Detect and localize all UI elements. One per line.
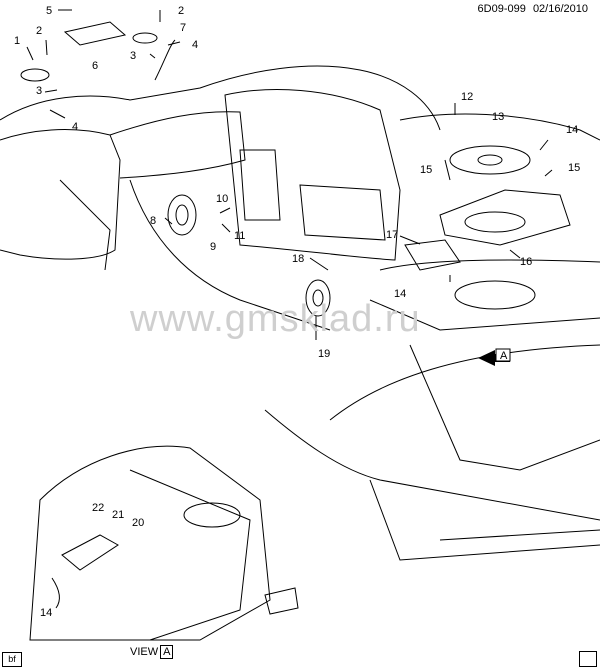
callout-18: 18	[292, 253, 304, 265]
callout-14: 14	[566, 124, 578, 136]
amplifier	[404, 239, 461, 271]
callout-4: 4	[72, 121, 78, 133]
door-cutout	[299, 184, 386, 241]
callout-4: 4	[192, 39, 198, 51]
rear-shelf-front	[379, 259, 600, 271]
dash-support	[59, 179, 111, 271]
callout-3: 3	[36, 85, 42, 97]
door-speaker-cone	[175, 204, 189, 226]
corner-tag: bf	[2, 652, 22, 667]
dash-top-edge	[0, 65, 441, 131]
door-opening	[239, 149, 281, 221]
diagram-date: 02/16/2010	[532, 3, 588, 15]
door-speaker	[167, 194, 197, 236]
diagram-header: 6D09-099 02/16/2010	[474, 3, 588, 15]
line-art	[0, 9, 600, 561]
callout-7: 7	[180, 22, 186, 34]
callout-12: 12	[461, 91, 473, 103]
shelf-speaker-opening	[454, 280, 536, 310]
callout-22: 22	[92, 502, 104, 514]
speaker-tray	[439, 189, 571, 246]
callout-16: 16	[520, 256, 532, 268]
tray-hole	[464, 211, 526, 233]
dash-speaker-left	[20, 68, 50, 82]
callout-3: 3	[130, 50, 136, 62]
watermark: www.gmsklad.ru	[130, 298, 421, 340]
rear-speaker-cone	[477, 154, 503, 166]
rear-window-edge	[399, 113, 600, 141]
inset-direction-arrow	[264, 587, 299, 615]
quarter-curve	[329, 344, 600, 421]
view-a-inset	[29, 445, 299, 641]
inset-amplifier	[61, 534, 119, 571]
callout-11: 11	[234, 230, 245, 242]
inset-trunk-floor	[129, 469, 251, 641]
callout-14: 14	[40, 607, 52, 619]
dash-speaker-center	[132, 32, 158, 44]
wire-harness	[154, 39, 176, 81]
callout-19: 19	[318, 348, 330, 360]
dash-left-panel	[0, 129, 121, 260]
bumper-line	[369, 479, 600, 561]
callout-15: 15	[420, 164, 432, 176]
callout-1: 1	[14, 35, 20, 47]
view-a-arrow: A	[478, 348, 511, 366]
inset-harness	[51, 577, 60, 609]
callout-2: 2	[178, 5, 184, 17]
door-panel	[224, 89, 401, 261]
floor-sill	[129, 179, 331, 331]
callout-numbers: 1 2 2 3 3 4 4 5 6 7 8 9 10 11 12 13 14 1…	[14, 5, 580, 619]
inset-trunk-outline	[29, 445, 271, 641]
callout-5: 5	[46, 5, 52, 17]
callout-13: 13	[492, 111, 504, 123]
view-arrow-letter: A	[500, 350, 508, 362]
dash-console	[109, 111, 246, 179]
inset-floor-well	[183, 502, 241, 528]
callout-21: 21	[112, 509, 124, 521]
bumper-edge	[439, 529, 600, 541]
callout-20: 20	[132, 517, 144, 529]
lower-body-line	[264, 409, 600, 521]
loose-speaker	[305, 279, 331, 317]
callout-17: 17	[386, 229, 398, 241]
rear-speaker	[449, 145, 531, 175]
callout-9: 9	[210, 241, 216, 253]
deck-lid-line	[369, 299, 600, 331]
callout-leaders	[26, 9, 553, 340]
center-module	[63, 21, 127, 46]
view-label-ref: A	[160, 645, 174, 659]
rear-quarter	[409, 344, 600, 471]
callout-10: 10	[216, 193, 228, 205]
view-label-text: VIEW	[130, 646, 159, 658]
publisher-logo	[579, 651, 597, 667]
callout-6: 6	[92, 60, 98, 72]
diagram-code: 6D09-099	[477, 3, 526, 15]
callout-8: 8	[150, 215, 156, 227]
callout-2: 2	[36, 25, 42, 37]
callout-14: 14	[394, 288, 406, 300]
callout-15: 15	[568, 162, 580, 174]
loose-speaker-cone	[312, 289, 324, 307]
